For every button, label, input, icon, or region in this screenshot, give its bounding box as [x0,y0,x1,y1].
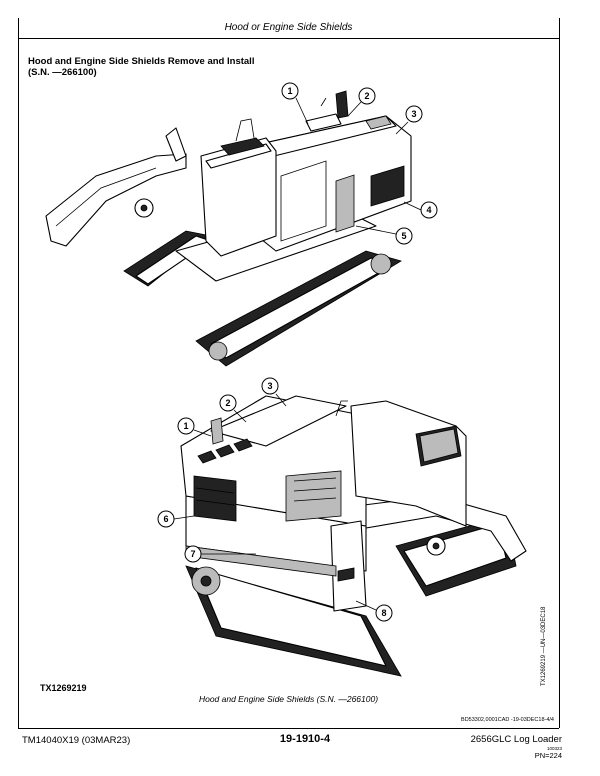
footer-small-code: 100323 [546,746,562,751]
pn-number: PN=224 [534,751,562,760]
top-callouts: 1 2 3 4 5 [281,82,438,245]
manual-number: TM14040X19 (03MAR23) [22,735,131,746]
svg-text:2: 2 [364,91,369,101]
figure-id: TX1269219 [40,683,87,693]
svg-text:8: 8 [381,608,386,618]
footer-rule [18,728,559,729]
bottom-callouts: 1 2 3 6 7 8 [157,377,393,622]
section-title: Hood and Engine Side Shields Remove and … [28,56,255,78]
model-name: 2656GLC Log Loader [470,734,562,745]
svg-text:6: 6 [163,514,168,524]
svg-text:3: 3 [411,109,416,119]
svg-text:5: 5 [401,231,406,241]
figure-caption: Hood and Engine Side Shields (S.N. —2661… [198,694,379,704]
svg-text:2: 2 [225,398,230,408]
bottom-machine-illustration [180,395,527,677]
reference-code: BD53302,0001CAD -19-03DEC18-4/4 [461,717,554,723]
svg-text:1: 1 [287,86,292,96]
top-machine-illustration [45,90,412,367]
svg-text:1: 1 [183,421,188,431]
page-header: Hood or Engine Side Shields [224,22,353,33]
page-frame [18,18,560,728]
svg-text:7: 7 [190,549,195,559]
svg-text:4: 4 [426,205,431,215]
excavator-figure: 1 2 3 4 5 [45,82,527,677]
header-rule [18,38,559,39]
page-number: 19-1910-4 [279,733,331,745]
svg-text:3: 3 [267,381,272,391]
figure-side-code: TX1269219 —UN—03DEC18 [541,606,547,686]
